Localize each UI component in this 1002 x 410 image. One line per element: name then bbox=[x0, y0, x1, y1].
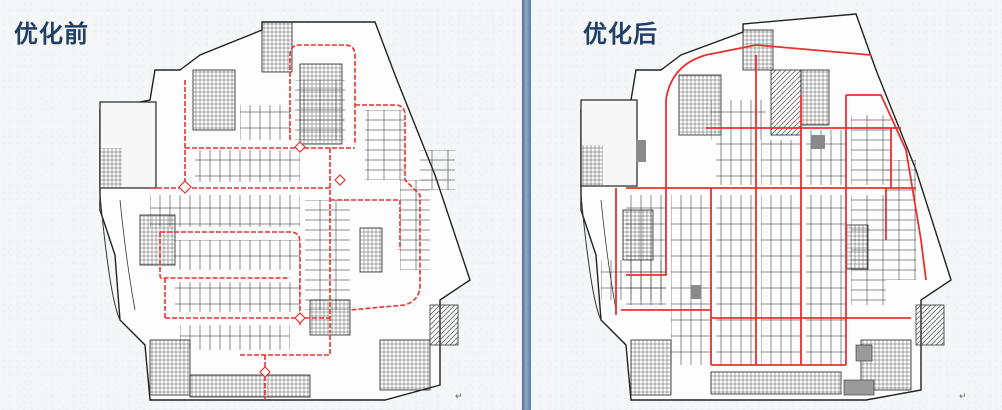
after-title: 优化后 bbox=[583, 20, 658, 48]
after-routes bbox=[615, 44, 927, 366]
before-title: 优化前 bbox=[14, 20, 89, 48]
panel-divider bbox=[522, 0, 531, 410]
paragraph-mark-left: ↵ bbox=[455, 392, 463, 402]
before-panel: 优化前 bbox=[0, 0, 522, 410]
after-floor-plan bbox=[580, 13, 952, 401]
after-panel: 优化后 bbox=[531, 0, 1002, 410]
paragraph-mark-right: ↵ bbox=[959, 392, 967, 402]
before-floor-plan bbox=[99, 21, 471, 401]
